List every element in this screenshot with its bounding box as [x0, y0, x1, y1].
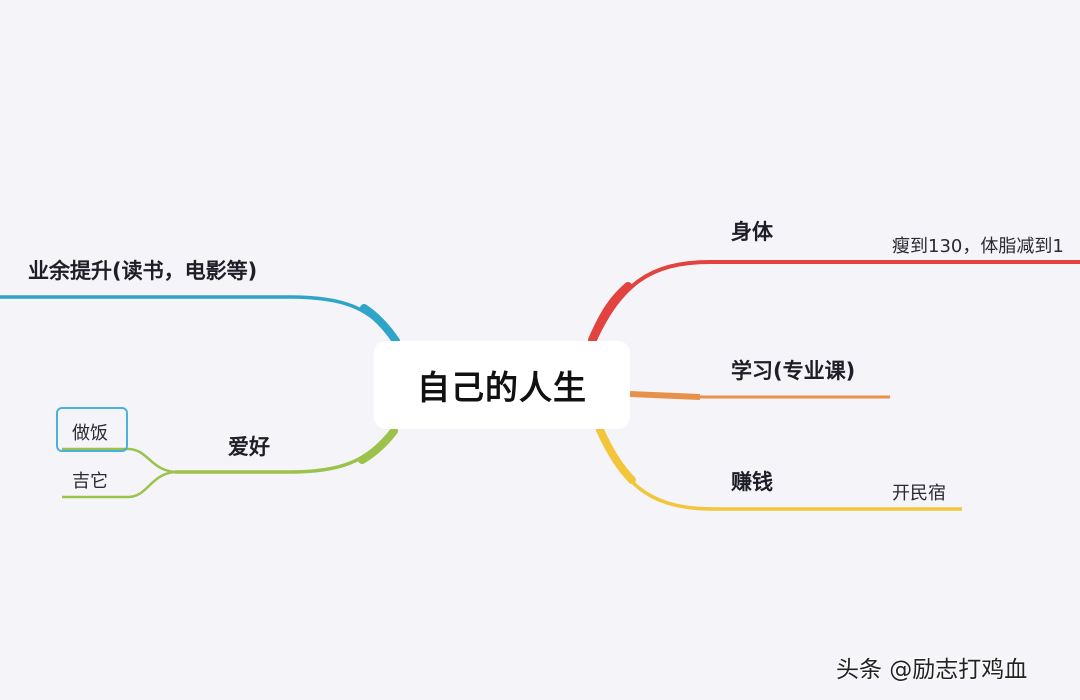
topic-study[interactable]: 学习(专业课) [731, 359, 856, 383]
subtopic-body-goal[interactable]: 瘦到130，体脂减到1 [892, 236, 1064, 257]
topic-money[interactable]: 赚钱 [731, 470, 773, 494]
subtopic-homestay[interactable]: 开民宿 [892, 483, 946, 504]
topic-hobby[interactable]: 爱好 [228, 435, 270, 459]
branch-line-leisure [0, 295, 398, 343]
branch-line-body [592, 260, 1080, 343]
central-topic-label: 自己的人生 [417, 368, 587, 407]
topic-body[interactable]: 身体 [731, 220, 773, 244]
topic-leisure[interactable]: 业余提升(读书，电影等) [28, 259, 258, 283]
branch-line-hobby [175, 429, 396, 474]
sub-line-cooking [62, 447, 176, 474]
sub-line-guitar [62, 470, 176, 499]
central-topic[interactable]: 自己的人生 [374, 341, 630, 429]
subtopic-guitar[interactable]: 吉它 [72, 471, 108, 492]
selection-highlight [56, 407, 128, 452]
watermark: 头条 @励志打鸡血 [836, 657, 1028, 683]
subtopic-cooking[interactable]: 做饭 [72, 423, 108, 444]
